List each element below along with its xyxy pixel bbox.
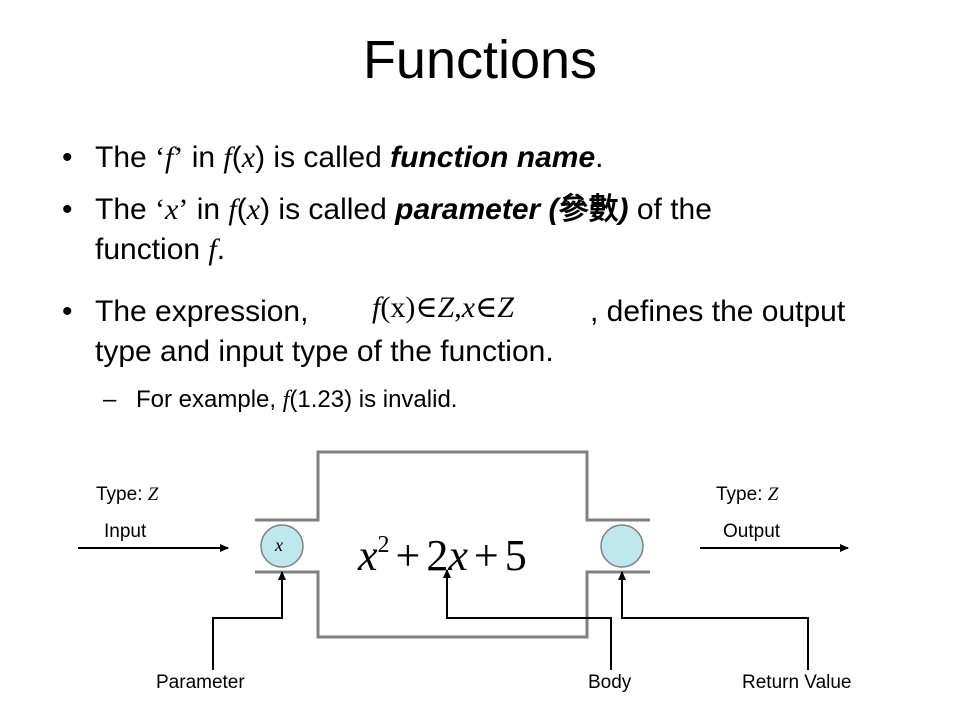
bullet-2-text: The ‘x’ in f(x) is called parameter (參數)…	[95, 192, 712, 266]
input-type-label: Type: Z	[96, 484, 159, 505]
parameter-symbol: x	[275, 535, 283, 555]
bullet-marker: •	[62, 295, 73, 328]
return-callout-arrow	[618, 571, 809, 670]
return-value-circle	[600, 524, 644, 568]
slide-title: Functions	[362, 30, 598, 90]
return-value-label: Return Value	[742, 672, 852, 693]
bullet-3-lead: The expression,	[95, 295, 309, 328]
type-formula: f(x)∈Z,x∈Z	[372, 291, 514, 324]
bullet-marker: •	[62, 141, 73, 174]
input-label: Input	[104, 521, 147, 542]
parameter-callout-arrow	[212, 571, 286, 670]
bullet-1-text: The ‘f’ in f(x) is called function name.	[95, 141, 604, 174]
bullet-3-line2: type and input type of the function.	[95, 335, 554, 368]
body-callout-arrow	[443, 569, 612, 670]
term-parameter: parameter (	[395, 193, 559, 226]
function-body-expression: x2+2x+5	[358, 531, 527, 580]
parameter-circle	[260, 524, 304, 568]
body-label: Body	[588, 672, 632, 693]
parameter-label: Parameter	[156, 672, 245, 693]
bullet-3-trail: , defines the output	[590, 295, 846, 328]
output-type-label: Type: Z	[716, 484, 779, 505]
function-box-bottom	[255, 570, 650, 639]
output-label: Output	[723, 521, 781, 542]
bullet-marker: •	[62, 193, 73, 226]
sub-bullet-marker: –	[103, 386, 117, 413]
function-box-top	[255, 450, 650, 522]
term-function-name: function name	[390, 141, 596, 174]
sub-bullet-text: For example, f(1.23) is invalid.	[136, 386, 458, 413]
